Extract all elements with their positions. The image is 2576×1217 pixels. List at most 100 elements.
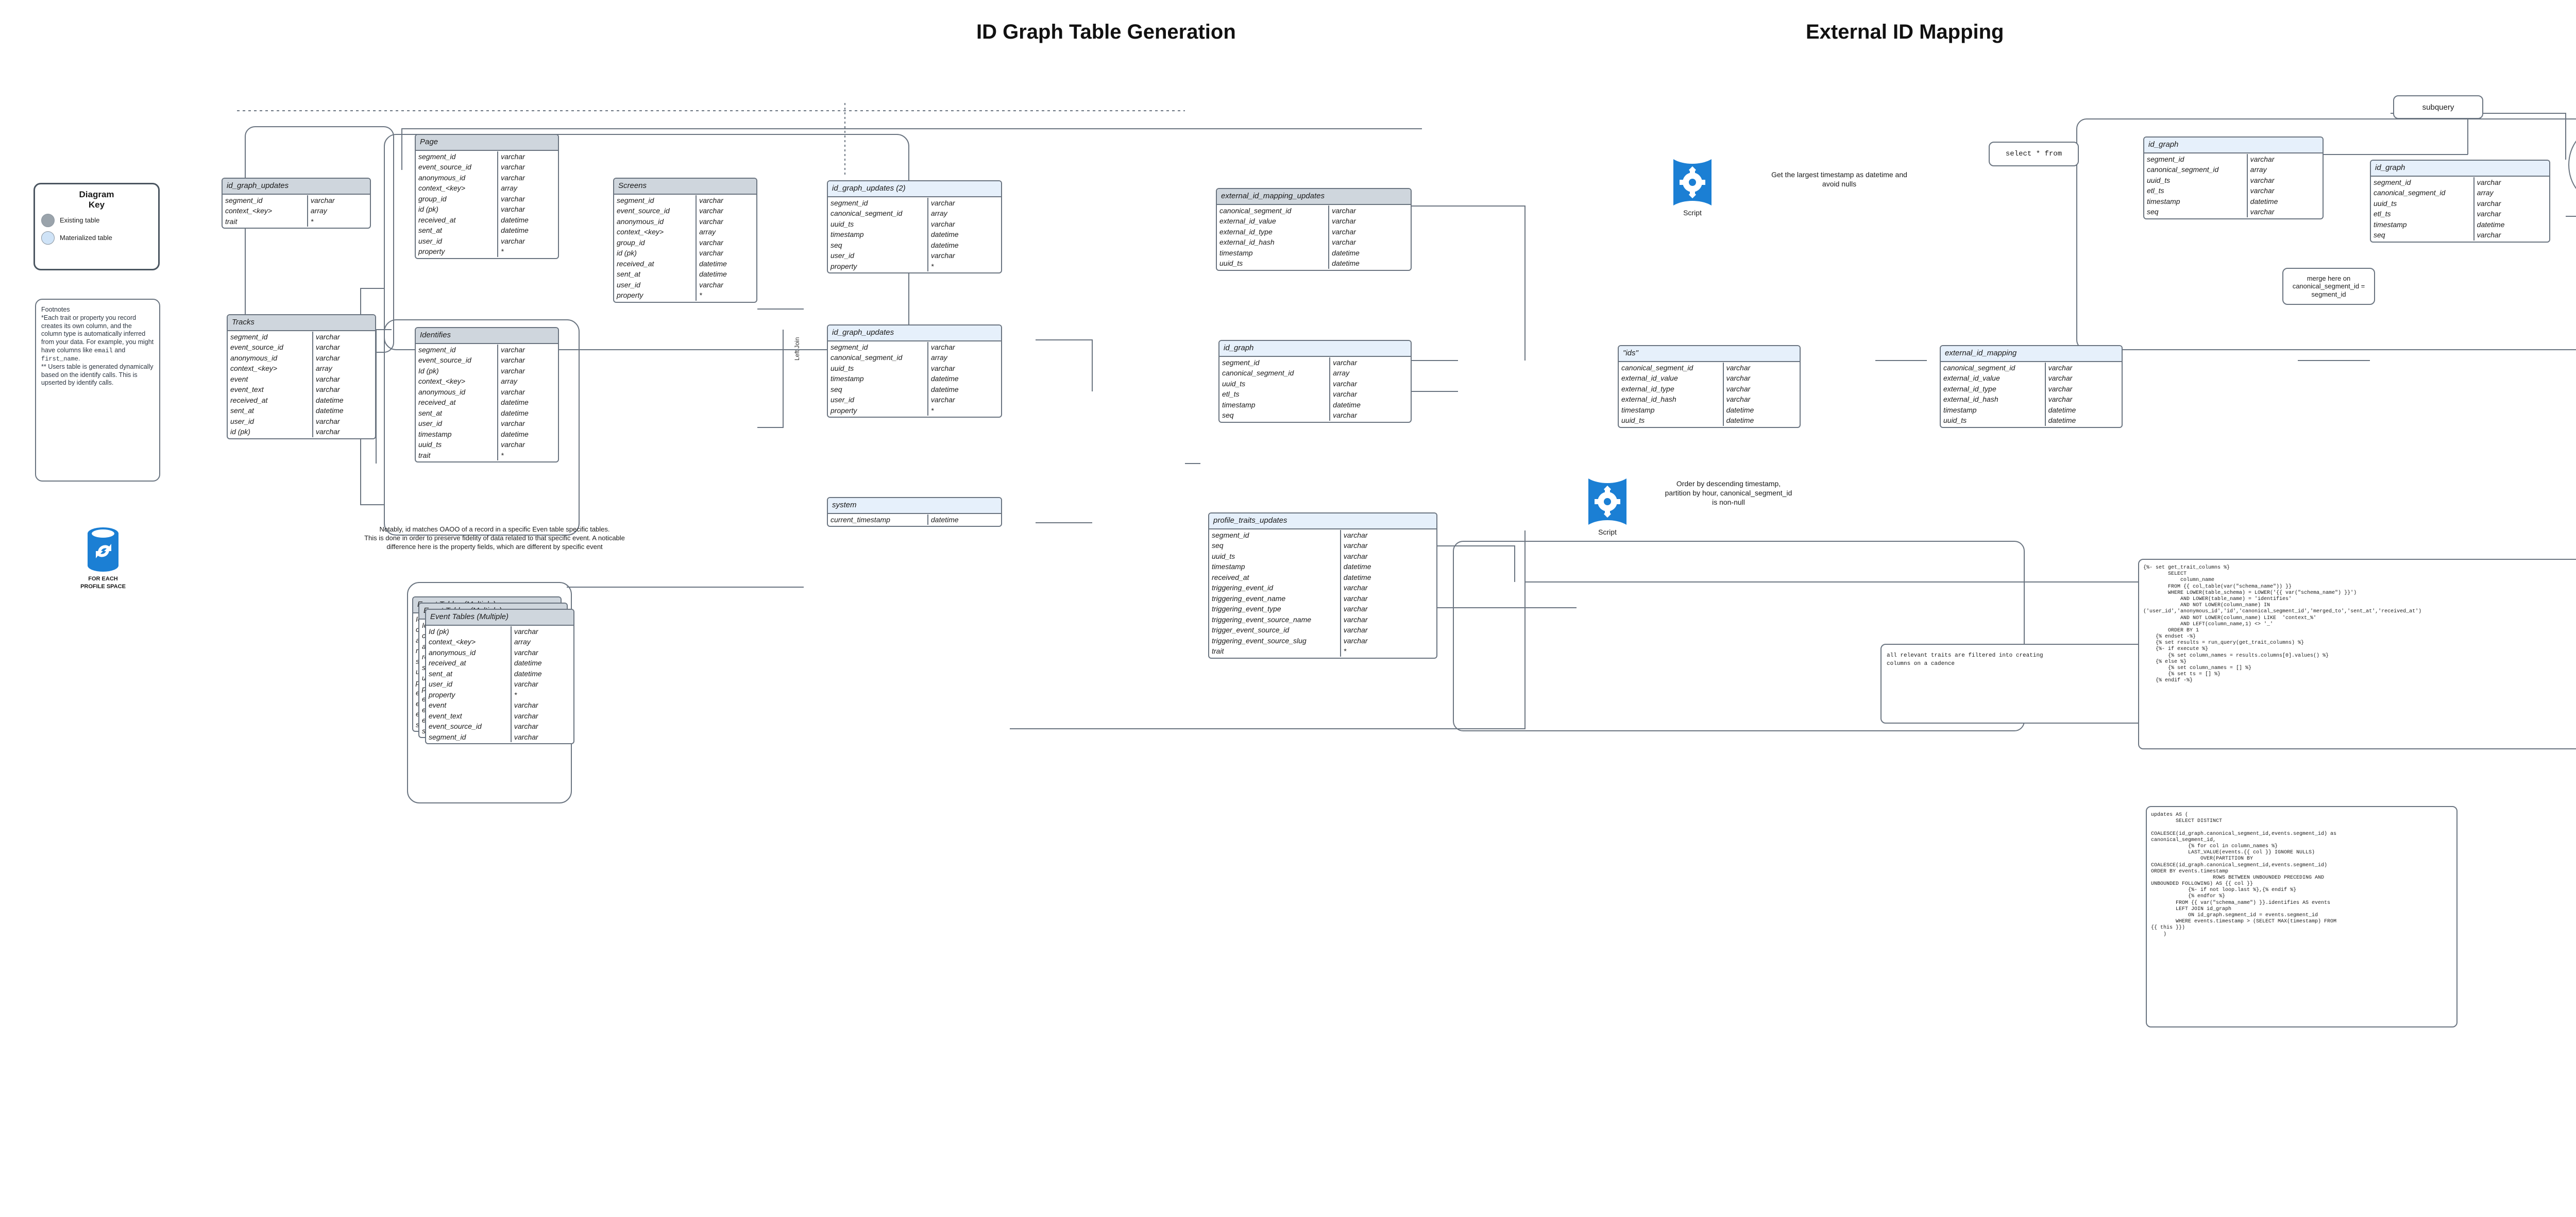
key-legend-existing: Existing table — [41, 214, 152, 228]
column-name: uuid_ts — [828, 363, 928, 374]
column-type: varchar — [514, 627, 538, 636]
column-type: array — [501, 184, 517, 193]
column-name: external_id_value — [1619, 373, 1724, 384]
column-type: varchar — [514, 732, 538, 741]
column-name: segment_id — [416, 151, 499, 162]
column-name: event_text — [426, 710, 512, 722]
column-name: triggering_event_source_name — [1209, 614, 1341, 625]
footnotes-box: Footnotes *Each trait or property you re… — [35, 299, 160, 482]
column-type: varchar — [1343, 541, 1368, 550]
column-name: external_id_type — [1619, 383, 1724, 395]
table-row: context_<key>array — [416, 376, 558, 387]
database-refresh-icon — [88, 527, 118, 572]
column-name: uuid_ts — [416, 439, 499, 450]
column-name: triggering_event_id — [1209, 582, 1341, 593]
column-type: varchar — [1333, 411, 1357, 420]
column-name: sent_at — [426, 668, 512, 679]
column-type: varchar — [501, 152, 525, 161]
script-icon-2-note: Order by descending timestamp, partition… — [1665, 479, 1792, 507]
column-type: varchar — [315, 385, 340, 394]
column-name: received_at — [416, 214, 499, 226]
column-type: array — [930, 209, 947, 218]
script-icon-2-label: Script — [1598, 528, 1617, 536]
column-name: event_source_id — [416, 355, 499, 366]
column-name: user_id — [228, 416, 313, 427]
column-name: context_<key> — [416, 183, 499, 194]
table-row: trait* — [1209, 646, 1436, 657]
pill-merge-here[interactable]: merge here on canonical_segment_id = seg… — [2282, 268, 2375, 305]
column-name: event — [228, 373, 313, 385]
table-title: id_graph_updates (2) — [828, 181, 1001, 197]
table-title: Event Tables (Multiple) — [426, 610, 573, 626]
column-type: datetime — [501, 215, 529, 224]
table-row: property* — [828, 405, 1001, 416]
column-name: Id (pk) — [416, 365, 499, 376]
column-type: varchar — [315, 343, 340, 352]
column-type: datetime — [501, 226, 529, 235]
table-row: trait* — [223, 216, 370, 227]
column-name: received_at — [228, 395, 313, 406]
column-name: context_<key> — [614, 227, 697, 237]
column-type: varchar — [1343, 626, 1368, 635]
column-name: received_at — [614, 258, 697, 269]
column-name: segment_id — [1219, 357, 1331, 368]
pill-subquery[interactable]: subquery — [2393, 95, 2483, 119]
column-type: datetime — [930, 374, 959, 383]
column-name: triggering_event_type — [1209, 604, 1341, 614]
column-type: array — [2477, 188, 2494, 197]
pill-select-star-from[interactable]: select * from — [1989, 142, 2079, 166]
column-type: varchar — [501, 173, 525, 182]
column-type: varchar — [315, 427, 340, 436]
script-icon-1-label: Script — [1683, 209, 1702, 217]
column-type: varchar — [501, 419, 525, 428]
column-type: varchar — [930, 342, 955, 351]
footnotes-mono2: first_name — [41, 355, 79, 363]
column-type: varchar — [1332, 227, 1356, 236]
column-type: * — [1343, 647, 1347, 656]
footnotes-mono1: email — [94, 347, 113, 354]
column-name: anonymous_id — [426, 647, 512, 658]
column-type: varchar — [2048, 395, 2073, 404]
table-title: profile_traits_updates — [1209, 513, 1436, 529]
